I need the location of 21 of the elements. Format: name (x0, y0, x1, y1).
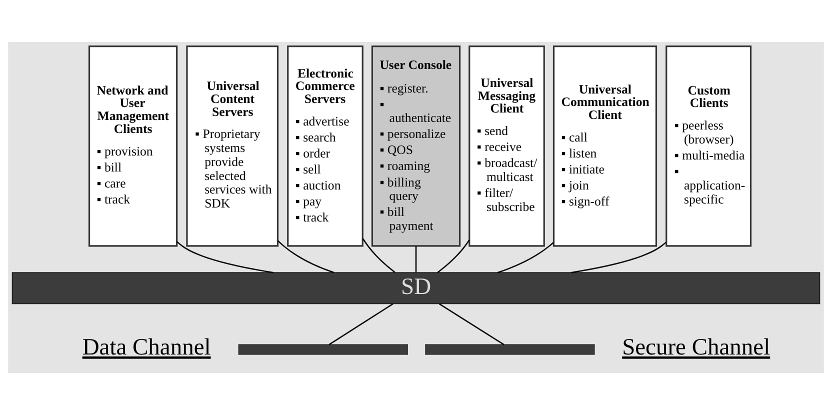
node-bar (238, 344, 408, 354)
connector (362, 238, 396, 272)
node-box: Electronic Commerce Servers ▪ advertise ▪ search ▪ order ▪ sell ▪ auction ▪ pay ▪ track (287, 44, 364, 246)
connector (438, 302, 504, 345)
connector (328, 302, 394, 345)
node-box: Universal Communication Client ▪ call ▪ listen ▪ initiate ▪ join ▪ sign-off (552, 44, 658, 246)
node-box: Universal Content Servers ▪ Proprietary systems provide selected services with SDK (186, 44, 279, 246)
connector (437, 239, 470, 273)
node-box: Network and User Management Clients ▪ provision ▪ bill ▪ care ▪ track (88, 44, 178, 246)
connector (415, 246, 417, 272)
label: Data Channel (82, 334, 211, 360)
node-box: SD (12, 272, 820, 304)
node-box: User Console ▪ register. ▪ authenticate ▪ personalize ▪ QOS ▪ roaming ▪ billing query ▪ bill payment (371, 44, 461, 246)
connector (497, 242, 554, 273)
connector (278, 240, 334, 273)
node-box: Universal Messaging Client ▪ send ▪ receive ▪ broadcast/ multicast ▪ filter/ subscribe (468, 44, 545, 246)
connector (570, 241, 666, 273)
label: Secure Channel (622, 334, 770, 360)
connector (176, 240, 274, 273)
node-bar (425, 344, 595, 354)
node-box: Custom Clients ▪ peerless (browser) ▪ multi-media ▪ application- specific (666, 44, 752, 246)
